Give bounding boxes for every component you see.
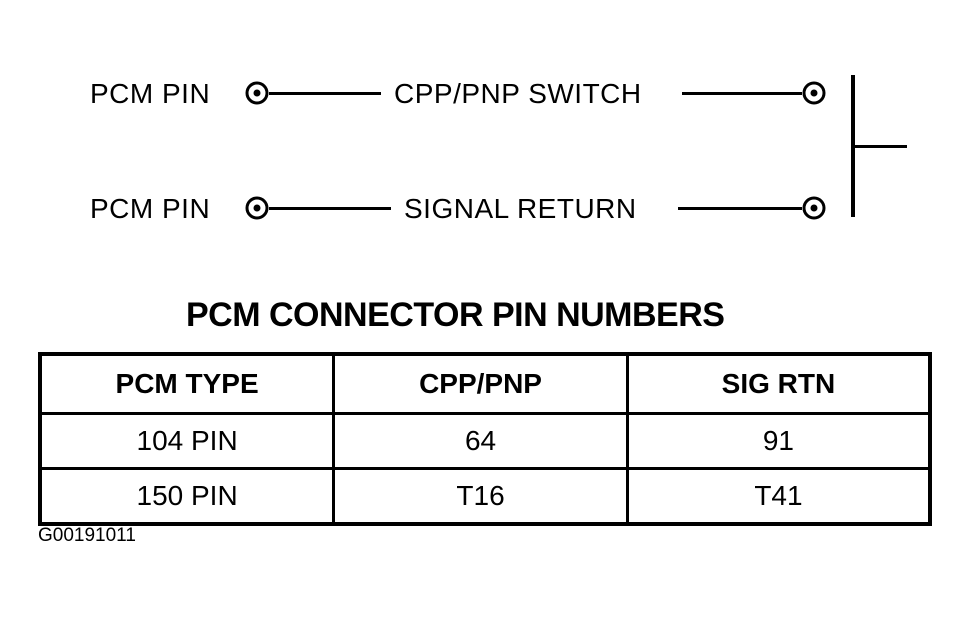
wire-segment — [269, 207, 391, 210]
cell-cpp-pnp: 64 — [332, 412, 629, 470]
header-pcm-type: PCM TYPE — [38, 352, 336, 415]
terminal-icon — [245, 196, 269, 220]
cell-sig-rtn: 91 — [625, 412, 932, 470]
switch-lever — [853, 145, 907, 148]
table-title: PCM CONNECTOR PIN NUMBERS — [186, 296, 725, 334]
pcm-pin-label-1: PCM PIN — [90, 78, 211, 109]
cell-pcm-type: 104 PIN — [38, 412, 336, 470]
wire-segment — [678, 207, 802, 210]
table-header-row: PCM TYPE CPP/PNP SIG RTN — [38, 352, 932, 415]
pin-number-table: PCM TYPE CPP/PNP SIG RTN 104 PIN 64 91 1… — [38, 352, 932, 526]
wire-segment — [682, 92, 802, 95]
figure-code: G00191011 — [38, 525, 136, 546]
cell-sig-rtn: T41 — [625, 467, 932, 526]
terminal-icon — [245, 81, 269, 105]
header-cpp-pnp: CPP/PNP — [332, 352, 629, 415]
signal-return-label: SIGNAL RETURN — [404, 193, 637, 224]
header-sig-rtn: SIG RTN — [625, 352, 932, 415]
cpp-pnp-switch-label: CPP/PNP SWITCH — [394, 78, 642, 109]
terminal-icon — [802, 81, 826, 105]
table-row: 104 PIN 64 91 — [38, 412, 932, 470]
wire-segment — [269, 92, 381, 95]
pcm-pin-label-2: PCM PIN — [90, 193, 211, 224]
terminal-icon — [802, 196, 826, 220]
table-row: 150 PIN T16 T41 — [38, 467, 932, 526]
cell-pcm-type: 150 PIN — [38, 467, 336, 526]
cell-cpp-pnp: T16 — [332, 467, 629, 526]
